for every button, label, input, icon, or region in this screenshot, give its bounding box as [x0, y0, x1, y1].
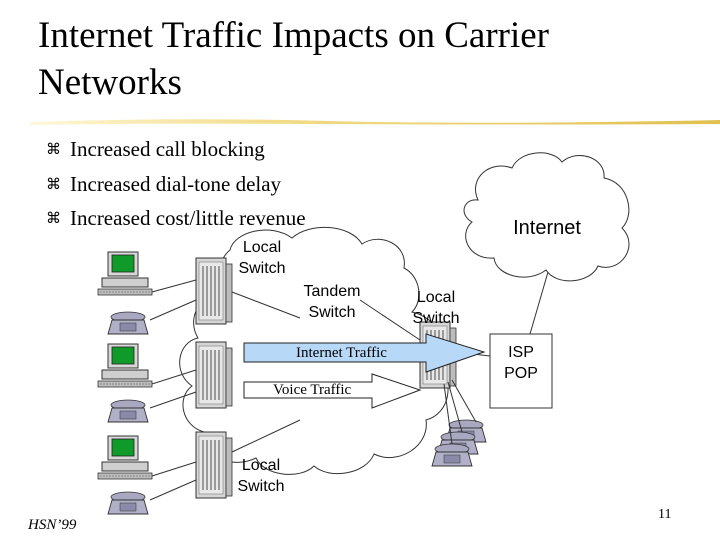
bullet-item: ⌘ Increased cost/little revenue — [46, 201, 306, 236]
voice-traffic-label: Voice Traffic — [273, 382, 352, 398]
footer-text: HSN’99 — [28, 517, 77, 533]
local-switch-bottom-label: Local Switch — [237, 457, 285, 495]
z-bullet-icon: ⌘ — [46, 140, 61, 158]
z-bullet-icon: ⌘ — [46, 209, 61, 227]
computer-icon — [97, 435, 153, 480]
internet-cloud-label: Internet — [513, 217, 581, 239]
bullet-item: ⌘ Increased dial-tone delay — [46, 167, 306, 202]
internet-cloud — [463, 152, 630, 282]
computer-icon — [97, 251, 153, 296]
title-underline — [30, 119, 720, 125]
internet-traffic-label: Internet Traffic — [296, 345, 387, 361]
local-switch-right-label: Local Switch — [412, 289, 460, 327]
phone-icon — [107, 311, 149, 335]
page-number: 11 — [658, 507, 672, 522]
internet-traffic-arrow — [243, 333, 486, 373]
slide-title: Internet Traffic Impacts on Carrier Netw… — [38, 15, 549, 103]
tandem-switch-label: Tandem Switch — [303, 283, 361, 321]
isp-pop-label: ISP POP — [504, 344, 538, 382]
z-bullet-icon: ⌘ — [46, 174, 61, 193]
local-switch-middle-icon — [195, 341, 233, 409]
local-switch-top-label: Local Switch — [238, 239, 286, 277]
local-switch-top-icon — [195, 257, 233, 325]
bullet-item: ⌘ Increased call blocking — [46, 132, 306, 167]
local-switch-bottom-icon — [195, 431, 233, 499]
computer-icon — [97, 343, 153, 388]
voice-traffic-arrow — [243, 373, 422, 409]
phone-icon — [107, 491, 149, 515]
isp-pop-box — [489, 333, 553, 409]
phone-icon — [107, 399, 149, 423]
phone-icon — [431, 443, 473, 467]
bullet-list: ⌘ Increased call blocking ⌘ Increased di… — [46, 132, 306, 236]
